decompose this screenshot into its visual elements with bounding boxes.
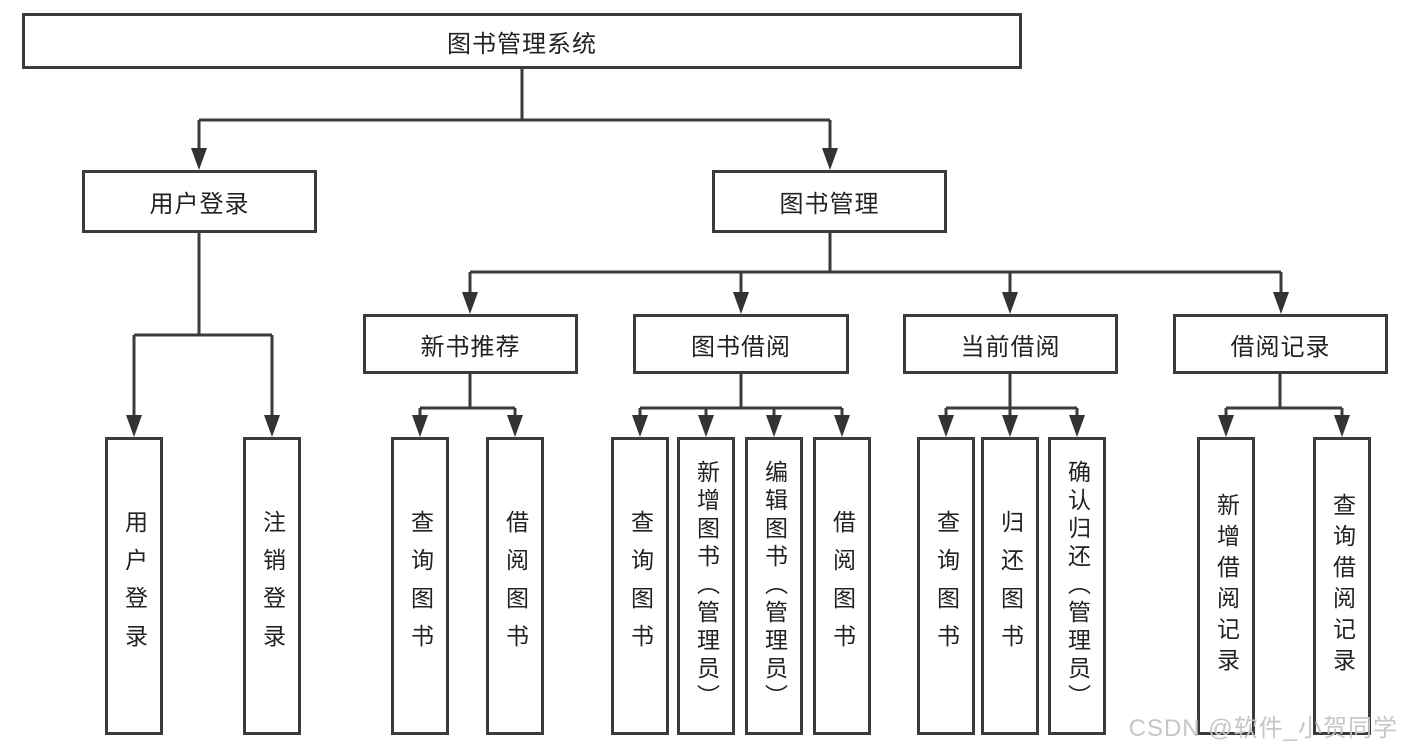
leaf-book-borrow-add-label: 新增图书（管理员） <box>693 460 720 712</box>
connector-records-to-leaves <box>1224 374 1344 420</box>
arrow-icon <box>507 415 523 437</box>
leaf-current-return: 归还图书 <box>981 437 1039 735</box>
arrow-icon <box>733 292 749 314</box>
arrow-icon <box>1002 415 1018 437</box>
leaf-new-books-borrow: 借阅图书 <box>486 437 544 735</box>
leaf-book-borrow-query-label: 查询图书 <box>627 510 654 662</box>
leaf-records-add: 新增借阅记录 <box>1197 437 1255 735</box>
node-book-borrow-label: 图书借阅 <box>691 333 791 361</box>
arrow-icon <box>191 148 207 170</box>
leaf-current-query: 查询图书 <box>917 437 975 735</box>
connector-newbooks-to-leaves <box>418 374 517 420</box>
node-current-borrow-label: 当前借阅 <box>960 333 1061 361</box>
arrow-icon <box>1218 415 1234 437</box>
node-book-mgmt-label: 图书管理 <box>779 191 880 218</box>
connector-current-to-leaves <box>944 374 1079 420</box>
node-root: 图书管理系统 <box>22 13 1022 69</box>
leaf-book-borrow-query: 查询图书 <box>611 437 669 735</box>
node-root-label: 图书管理系统 <box>447 30 597 58</box>
leaf-book-borrow-borrow: 借阅图书 <box>813 437 871 735</box>
leaf-logout: 注销登录 <box>243 437 301 735</box>
leaf-records-query: 查询借阅记录 <box>1313 437 1371 735</box>
node-user-login-label: 用户登录 <box>149 191 250 218</box>
node-new-books: 新书推荐 <box>363 314 578 374</box>
leaf-book-borrow-borrow-label: 借阅图书 <box>829 510 856 662</box>
node-user-login: 用户登录 <box>82 170 317 233</box>
node-current-borrow: 当前借阅 <box>903 314 1118 374</box>
arrow-icon <box>462 292 478 314</box>
arrow-icon <box>938 415 954 437</box>
arrow-icon <box>822 148 838 170</box>
arrow-icon <box>126 415 142 437</box>
node-borrow-records: 借阅记录 <box>1173 314 1388 374</box>
leaf-records-query-label: 查询借阅记录 <box>1329 493 1356 679</box>
leaf-records-add-label: 新增借阅记录 <box>1213 493 1240 679</box>
leaf-user-login-label: 用户登录 <box>121 510 148 662</box>
arrow-icon <box>1069 415 1085 437</box>
node-new-books-label: 新书推荐 <box>420 333 521 361</box>
leaf-new-books-query-label: 查询图书 <box>407 510 434 662</box>
leaf-new-books-query: 查询图书 <box>391 437 449 735</box>
arrow-icon <box>1002 292 1018 314</box>
connector-bookmgmt-to-level3 <box>468 233 1283 296</box>
arrow-icon <box>264 415 280 437</box>
arrow-icon <box>834 415 850 437</box>
connector-bookborrow-to-leaves <box>638 374 844 420</box>
leaf-current-confirm-label: 确认归还（管理员） <box>1064 460 1091 712</box>
leaf-book-borrow-edit-label: 编辑图书（管理员） <box>761 460 788 712</box>
leaf-logout-label: 注销登录 <box>259 510 286 662</box>
connector-userlogin-to-leaves <box>132 233 274 419</box>
arrow-icon <box>1334 415 1350 437</box>
watermark: CSDN @软件_小贺同学 <box>1128 715 1398 742</box>
connector-root-to-level2 <box>197 69 832 152</box>
leaf-user-login: 用户登录 <box>105 437 163 735</box>
arrow-icon <box>698 415 714 437</box>
leaf-book-borrow-edit: 编辑图书（管理员） <box>745 437 803 735</box>
arrow-icon <box>412 415 428 437</box>
node-book-borrow: 图书借阅 <box>633 314 849 374</box>
arrowheads <box>126 148 1350 437</box>
arrow-icon <box>632 415 648 437</box>
node-book-mgmt: 图书管理 <box>712 170 947 233</box>
arrow-icon <box>1273 292 1289 314</box>
leaf-new-books-borrow-label: 借阅图书 <box>502 510 529 662</box>
leaf-current-query-label: 查询图书 <box>933 510 960 662</box>
arrow-icon <box>766 415 782 437</box>
leaf-book-borrow-add: 新增图书（管理员） <box>677 437 735 735</box>
leaf-current-return-label: 归还图书 <box>997 510 1024 662</box>
node-borrow-records-label: 借阅记录 <box>1230 333 1331 361</box>
leaf-current-confirm: 确认归还（管理员） <box>1048 437 1106 735</box>
